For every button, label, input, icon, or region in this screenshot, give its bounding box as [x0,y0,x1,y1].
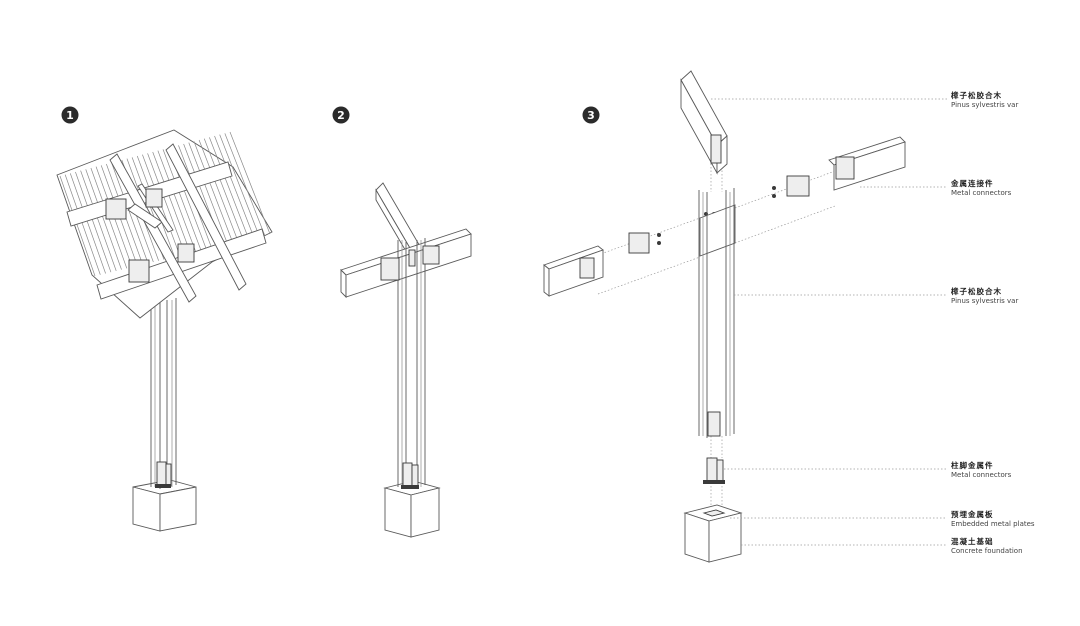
callout-en: Pinus sylvestris var [951,101,1018,109]
timber-column-1 [150,298,177,489]
callout-cn: 预埋金属板 [951,509,994,519]
callout-metal-connectors: 金属连接件 Metal connectors [950,178,1012,197]
corrugation-line [224,133,266,236]
assembly-3-exploded [543,70,906,563]
corrugation-line [209,137,250,240]
callout-en: Pinus sylvestris var [951,297,1018,305]
column-base-connector-2 [401,462,419,489]
corrugation-line [85,169,122,270]
corrugation-line [229,131,271,235]
corrugation-line [152,151,191,254]
roof-connectors-1 [105,188,195,283]
corrugation-line [193,141,234,244]
right-beam-3 [828,136,906,191]
callout-cn: 樟子松胶合木 [951,286,1002,296]
step-marker-2: 2 [332,106,350,124]
callout-column-base: 柱脚金属件 Metal connectors [951,460,1012,479]
corrugation-line [219,134,260,237]
callouts: 樟子松胶合木 Pinus sylvestris var 金属连接件 Metal … [711,90,1035,555]
callout-cn: 混凝土基础 [951,536,994,546]
corrugation-line [157,150,197,252]
callout-cn: 樟子松胶合木 [951,90,1002,100]
corrugation-line [75,171,112,273]
roof-corrugation [59,131,271,277]
callout-timber-top: 樟子松胶合木 Pinus sylvestris var [951,90,1018,109]
step-number-1: 1 [66,109,74,122]
corrugation-line [203,138,244,241]
corrugation-line [64,174,101,275]
callout-en: Metal connectors [951,189,1012,197]
concrete-foundation-3 [683,504,743,563]
concrete-foundation-2 [383,480,441,538]
callout-foundation: 混凝土基础 Concrete foundation [951,536,1023,555]
corrugation-line [147,153,186,255]
step-marker-3: 3 [582,106,600,124]
beam-connectors-2 [380,245,440,281]
callout-timber-column: 樟子松胶合木 Pinus sylvestris var [951,286,1018,305]
callout-en: Concrete foundation [951,547,1023,555]
column-base-connector-1 [155,461,172,488]
timber-column-3 [698,188,735,438]
step-marker-1: 1 [61,106,79,124]
callout-en: Metal connectors [951,471,1012,479]
assembly-1-complete [56,129,273,532]
timber-column-2 [397,238,426,489]
corrugation-line [69,173,106,274]
corrugation-line [111,162,149,264]
callout-cn: 柱脚金属件 [951,460,994,470]
corrugation-line [162,149,202,251]
corrugation-line [188,142,228,245]
column-base-connector-3 [703,457,725,484]
corrugation-line [59,175,96,277]
step-number-2: 2 [337,109,345,122]
callout-en: Embedded metal plates [951,520,1035,528]
callout-cn: 金属连接件 [950,178,994,188]
corrugation-line [214,135,255,238]
top-beam-3 [680,70,728,175]
left-beam-3 [543,245,604,297]
assembly-2-frame [340,182,472,538]
corrugation-line [80,170,117,272]
corrugation-line [198,139,239,242]
callout-embedded-plate: 预埋金属板 Embedded metal plates [951,509,1035,528]
step-number-3: 3 [587,109,595,122]
